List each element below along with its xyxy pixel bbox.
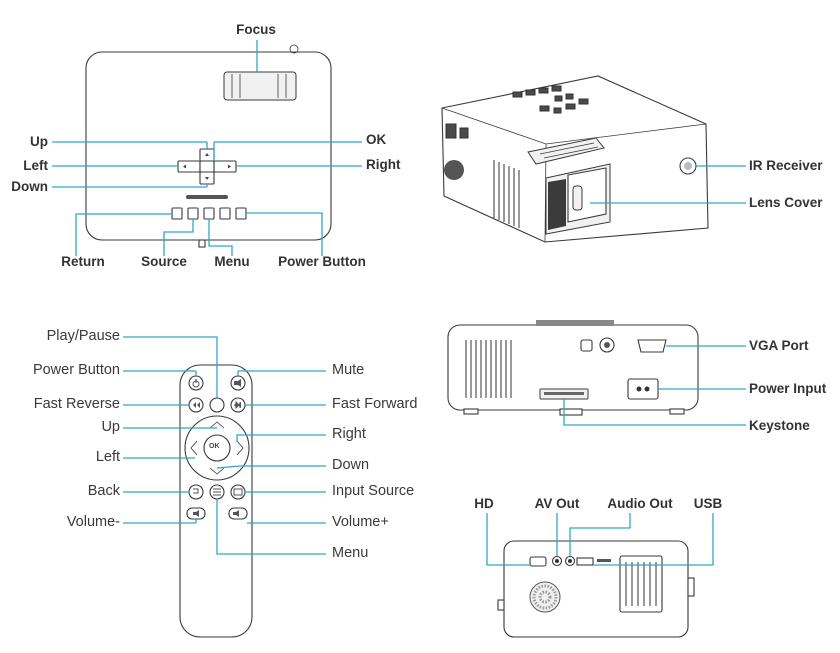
top-dpad: [177, 148, 237, 185]
label-top-ok: OK: [366, 132, 387, 147]
label-remote-menu: Menu: [332, 545, 369, 561]
label-menu: Menu: [214, 254, 250, 269]
top-button-row: [171, 207, 247, 220]
hd-port: [529, 556, 547, 567]
label-mute: Mute: [332, 362, 365, 378]
label-av-out: AV Out: [534, 496, 580, 511]
label-vga-port: VGA Port: [749, 338, 809, 353]
label-top-up: Up: [30, 134, 48, 149]
label-audio-out: Audio Out: [607, 496, 673, 511]
label-usb: USB: [693, 496, 723, 511]
label-ir-receiver: IR Receiver: [749, 158, 823, 173]
label-power-input: Power Input: [749, 381, 827, 396]
label-remote-down: Down: [332, 457, 370, 473]
rear-view-projector: [447, 320, 699, 416]
label-top-left: Left: [23, 158, 48, 173]
label-fast-forward: Fast Forward: [332, 396, 418, 412]
label-lens-cover: Lens Cover: [749, 195, 823, 210]
vga-connector: [637, 339, 667, 353]
power-socket: [627, 378, 659, 400]
label-top-power-button: Power Button: [278, 254, 366, 269]
label-remote-up: Up: [101, 419, 120, 435]
label-volume-minus: Volume-: [66, 514, 120, 530]
remote-ok-key-text: OK: [209, 443, 220, 450]
label-top-down: Down: [11, 179, 48, 194]
perspective-projector: [441, 75, 709, 243]
label-back: Back: [87, 483, 120, 499]
label-remote-right: Right: [332, 426, 366, 442]
label-play-pause: Play/Pause: [46, 328, 120, 344]
label-input-source: Input Source: [332, 483, 415, 499]
top-view-projector: [85, 44, 332, 248]
label-top-right: Right: [366, 157, 401, 172]
focus-wheel: [223, 71, 297, 101]
label-focus: Focus: [236, 22, 276, 37]
label-hd: HD: [474, 496, 494, 511]
label-source: Source: [141, 254, 187, 269]
label-remote-left: Left: [95, 449, 120, 465]
usb-port: [576, 557, 594, 566]
label-volume-plus: Volume+: [332, 514, 389, 530]
label-remote-power-button: Power Button: [32, 362, 120, 378]
label-keystone: Keystone: [749, 418, 810, 433]
remote-control: [179, 364, 253, 638]
side-view-projector: [497, 540, 695, 638]
label-return: Return: [61, 254, 105, 269]
label-fast-reverse: Fast Reverse: [33, 396, 120, 412]
